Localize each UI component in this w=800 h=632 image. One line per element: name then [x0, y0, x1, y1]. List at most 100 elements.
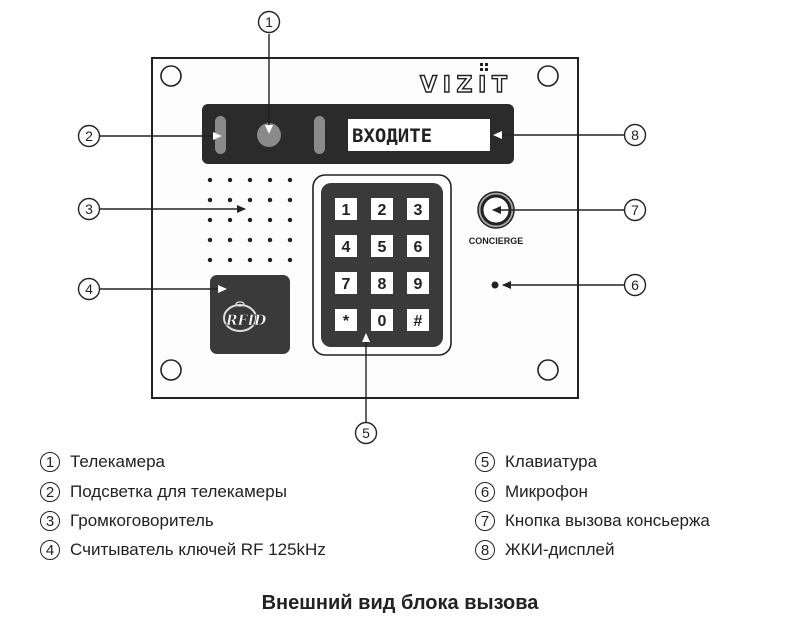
- callout-2: 2: [77, 124, 101, 148]
- callout-number: 3: [85, 201, 93, 217]
- callout-7: 7: [623, 198, 647, 222]
- legend-item: 1 Телекамера: [40, 452, 165, 472]
- rfid-reader: [210, 275, 290, 354]
- keypad-key-0[interactable]: 0: [371, 309, 393, 331]
- mounting-hole-top-left: [160, 65, 182, 87]
- legend-number: 2: [40, 482, 60, 502]
- lcd-display: [348, 119, 490, 151]
- legend-label: Подсветка для телекамеры: [70, 482, 287, 501]
- keypad-key-label: 3: [414, 202, 423, 219]
- illumination-led-left: [215, 116, 226, 154]
- speaker-hole: [227, 217, 233, 223]
- callout-5: 5: [354, 421, 378, 445]
- speaker-hole: [247, 177, 253, 183]
- callout-6: 6: [623, 273, 647, 297]
- keypad-key-label: 2: [378, 202, 387, 219]
- callout-number: 1: [265, 14, 273, 30]
- callout-1: 1: [257, 10, 281, 34]
- keypad-key-9[interactable]: 9: [407, 272, 429, 294]
- speaker-hole: [227, 197, 233, 203]
- callout-number: 7: [631, 202, 639, 218]
- legend-number: 6: [475, 482, 495, 502]
- keypad-key-label: 8: [378, 276, 387, 293]
- keypad-key-7[interactable]: 7: [335, 272, 357, 294]
- speaker-hole: [267, 197, 273, 203]
- callout-3: 3: [77, 197, 101, 221]
- keypad-key-5[interactable]: 5: [371, 235, 393, 257]
- legend-item: 3 Громкоговоритель: [40, 511, 214, 531]
- keypad-key-3[interactable]: 3: [407, 198, 429, 220]
- speaker-hole: [207, 217, 213, 223]
- speaker-hole: [267, 177, 273, 183]
- legend-item: 4 Считыватель ключей RF 125kHz: [40, 540, 326, 560]
- keypad-key-label: 6: [414, 239, 423, 256]
- speaker-hole: [287, 197, 293, 203]
- lcd-display-text: ВХОДИТЕ: [352, 125, 432, 147]
- diagram-caption: Внешний вид блока вызова: [261, 592, 539, 614]
- keypad-key-hash[interactable]: #: [407, 309, 429, 331]
- callout-8: 8: [623, 123, 647, 147]
- concierge-label: CONCIERGE: [469, 236, 524, 246]
- callout-number: 2: [85, 128, 93, 144]
- legend-item: 5 Клавиатура: [475, 452, 597, 472]
- callout-number: 6: [631, 277, 639, 293]
- mounting-hole-bottom-left: [160, 359, 182, 381]
- keypad-key-label: 9: [414, 276, 423, 293]
- rfid-logo-icon: RFID: [223, 301, 267, 332]
- speaker-grille: [207, 177, 293, 263]
- speaker-hole: [287, 257, 293, 263]
- legend-item: 2 Подсветка для телекамеры: [40, 482, 287, 502]
- legend-label: Громкоговоритель: [70, 511, 214, 530]
- speaker-hole: [287, 177, 293, 183]
- keypad-key-4[interactable]: 4: [335, 235, 357, 257]
- speaker-hole: [247, 257, 253, 263]
- speaker-hole: [267, 237, 273, 243]
- callout-leaders: [100, 34, 625, 424]
- microphone-hole: [491, 281, 499, 289]
- keypad-key-label: *: [343, 313, 350, 330]
- speaker-hole: [287, 237, 293, 243]
- callout-number: 8: [631, 127, 639, 143]
- keypad-key-label: 4: [342, 239, 351, 256]
- speaker-hole: [227, 237, 233, 243]
- speaker-hole: [247, 217, 253, 223]
- speaker-hole: [207, 257, 213, 263]
- keypad-key-label: #: [414, 313, 423, 330]
- svg-text:RFID: RFID: [225, 313, 267, 329]
- keypad-key-label: 0: [378, 313, 387, 330]
- legend-number: 5: [475, 452, 495, 472]
- keypad-key-label: 5: [378, 239, 387, 256]
- legend-number: 8: [475, 540, 495, 560]
- speaker-hole: [227, 177, 233, 183]
- keypad-key-1[interactable]: 1: [335, 198, 357, 220]
- keypad-key-label: 1: [342, 202, 351, 219]
- speaker-hole: [247, 197, 253, 203]
- keypad-key-6[interactable]: 6: [407, 235, 429, 257]
- callout-4: 4: [77, 277, 101, 301]
- legend-label: Кнопка вызова консьержа: [505, 511, 710, 530]
- keypad-key-2[interactable]: 2: [371, 198, 393, 220]
- camera-lens-icon: [257, 123, 281, 147]
- speaker-hole: [267, 257, 273, 263]
- legend-number: 7: [475, 511, 495, 531]
- mounting-hole-bottom-right: [537, 359, 559, 381]
- keypad-body: [321, 183, 443, 347]
- legend-label: Телекамера: [70, 452, 166, 471]
- keypad-key-label: 7: [342, 276, 351, 293]
- legend-number: 1: [40, 452, 60, 472]
- legend-item: 6 Микрофон: [475, 482, 588, 502]
- keypad-key-8[interactable]: 8: [371, 272, 393, 294]
- speaker-hole: [247, 237, 253, 243]
- legend-label: ЖКИ-дисплей: [505, 540, 615, 559]
- callout-number: 4: [85, 281, 93, 297]
- speaker-hole: [207, 177, 213, 183]
- keypad-key-star[interactable]: *: [335, 309, 357, 331]
- legend-label: Микрофон: [505, 482, 588, 501]
- legend-number: 4: [40, 540, 60, 560]
- illumination-led-right: [314, 116, 325, 154]
- speaker-hole: [287, 217, 293, 223]
- legend-item: 7 Кнопка вызова консьержа: [475, 511, 710, 531]
- vizit-logo: VIZIT: [419, 63, 508, 99]
- keypad-keys: 1 2 3 4 5 6 7 8 9 * 0 #: [335, 198, 429, 331]
